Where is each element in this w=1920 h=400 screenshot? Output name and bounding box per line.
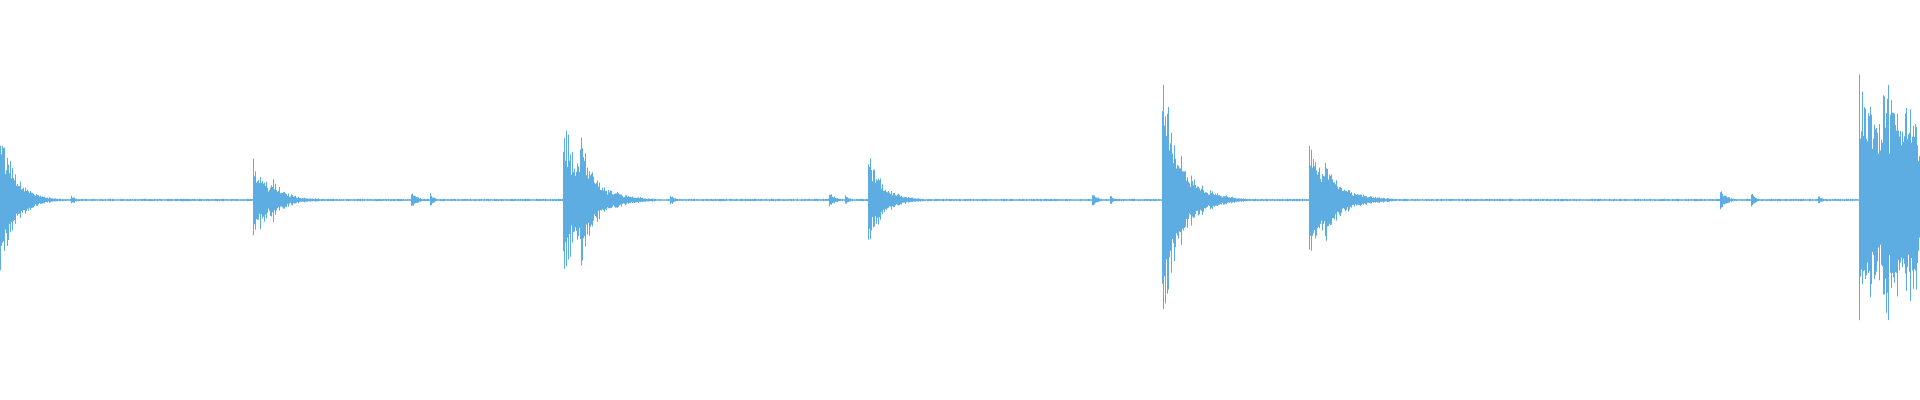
waveform-samples: [0, 74, 1920, 321]
